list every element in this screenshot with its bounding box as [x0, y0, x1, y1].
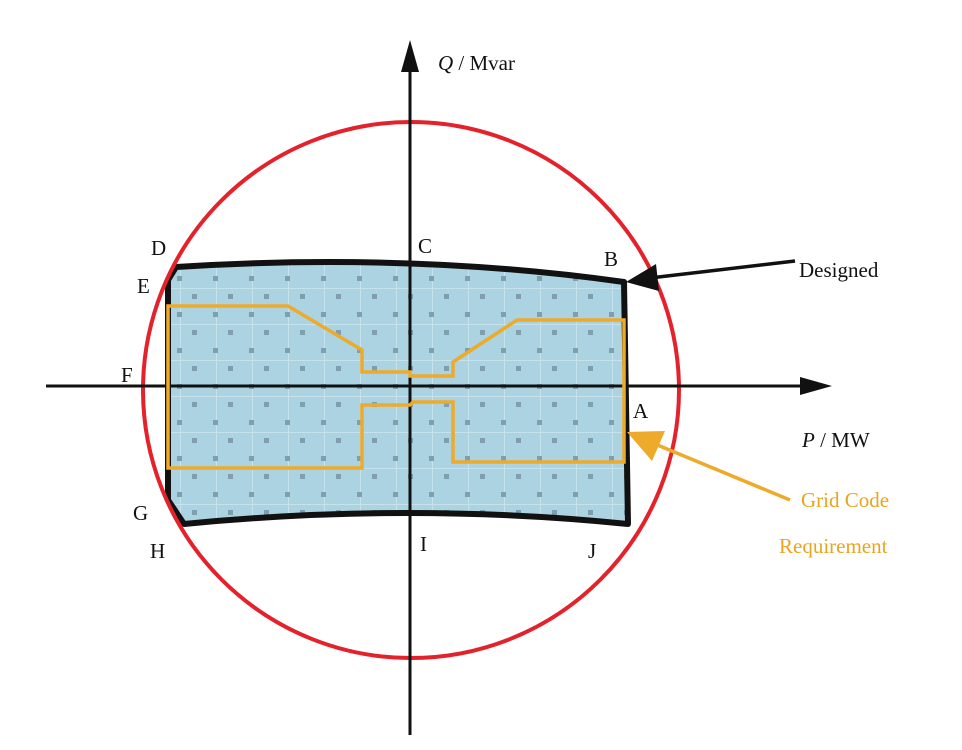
- q-axis-arrow-icon: [401, 40, 419, 72]
- designed-arrow-icon: [626, 264, 659, 291]
- designed-label: Designed: [799, 258, 879, 282]
- grid-code-label-line1: Grid Code: [801, 488, 889, 512]
- point-e-label: E: [137, 274, 150, 298]
- point-d-label: D: [151, 236, 166, 260]
- grid-code-arrow-line: [654, 442, 791, 502]
- p-axis-arrow-icon: [800, 377, 832, 395]
- grid-code-region: [166, 304, 626, 470]
- designed-region: [165, 259, 631, 527]
- grid-code-label-line2: Requirement: [779, 534, 888, 558]
- point-g-label: G: [133, 501, 148, 525]
- point-h-label: H: [150, 539, 165, 563]
- point-b-label: B: [604, 247, 618, 271]
- point-f-label: F: [121, 363, 133, 387]
- point-j-label: J: [588, 539, 596, 563]
- point-a-label: A: [633, 399, 649, 423]
- point-i-label: I: [420, 532, 427, 556]
- designed-arrow-line: [649, 259, 796, 280]
- q-axis-label: Q / Mvar: [438, 51, 515, 75]
- p-axis-label: P / MW: [801, 428, 870, 452]
- grid-code-arrow-icon: [627, 431, 665, 461]
- point-c-label: C: [418, 234, 432, 258]
